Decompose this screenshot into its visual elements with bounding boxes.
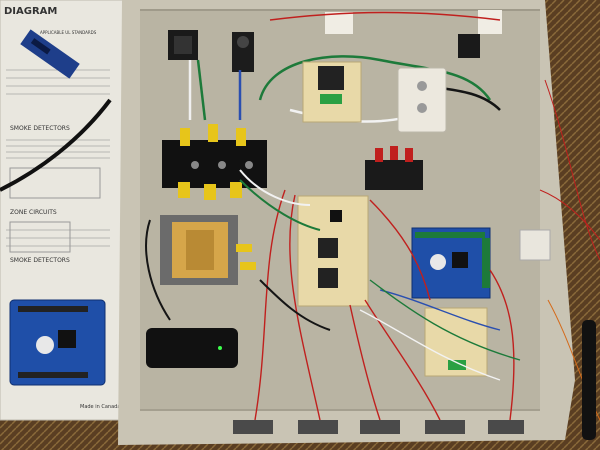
power-switch	[168, 30, 198, 60]
dc-jack-right	[458, 34, 480, 58]
sheet-title: DIAGRAM	[4, 6, 57, 17]
strain-relief-top	[325, 10, 502, 34]
sheet-section-smoke-2: SMOKE DETECTORS	[10, 257, 70, 264]
regulator-board	[302, 61, 362, 123]
bottom-connectors	[233, 420, 524, 434]
sheet-section-zone: ZONE CIRCUITS	[10, 209, 57, 216]
sheet-header-note: APPLICABLE UL STANDARDS	[40, 30, 97, 35]
transformer	[160, 215, 256, 285]
black-cable-left	[0, 98, 112, 192]
sheet-footer: Made in Canada	[80, 404, 120, 410]
marker-pen	[582, 320, 596, 440]
relay-protoboard	[297, 195, 369, 307]
arduino-board-main	[411, 227, 491, 299]
lower-breadboard	[424, 307, 488, 377]
cable-gland	[519, 229, 551, 261]
sheet-section-smoke: SMOKE DETECTORS	[10, 125, 70, 132]
power-adapter	[146, 328, 238, 368]
small-terminal-block	[365, 146, 423, 190]
fuse-holder	[232, 32, 254, 72]
arduino-board-left	[9, 299, 106, 386]
wiring-harness	[145, 169, 521, 421]
bluetooth-module	[20, 29, 80, 79]
ceramic-terminal-block	[397, 67, 447, 133]
